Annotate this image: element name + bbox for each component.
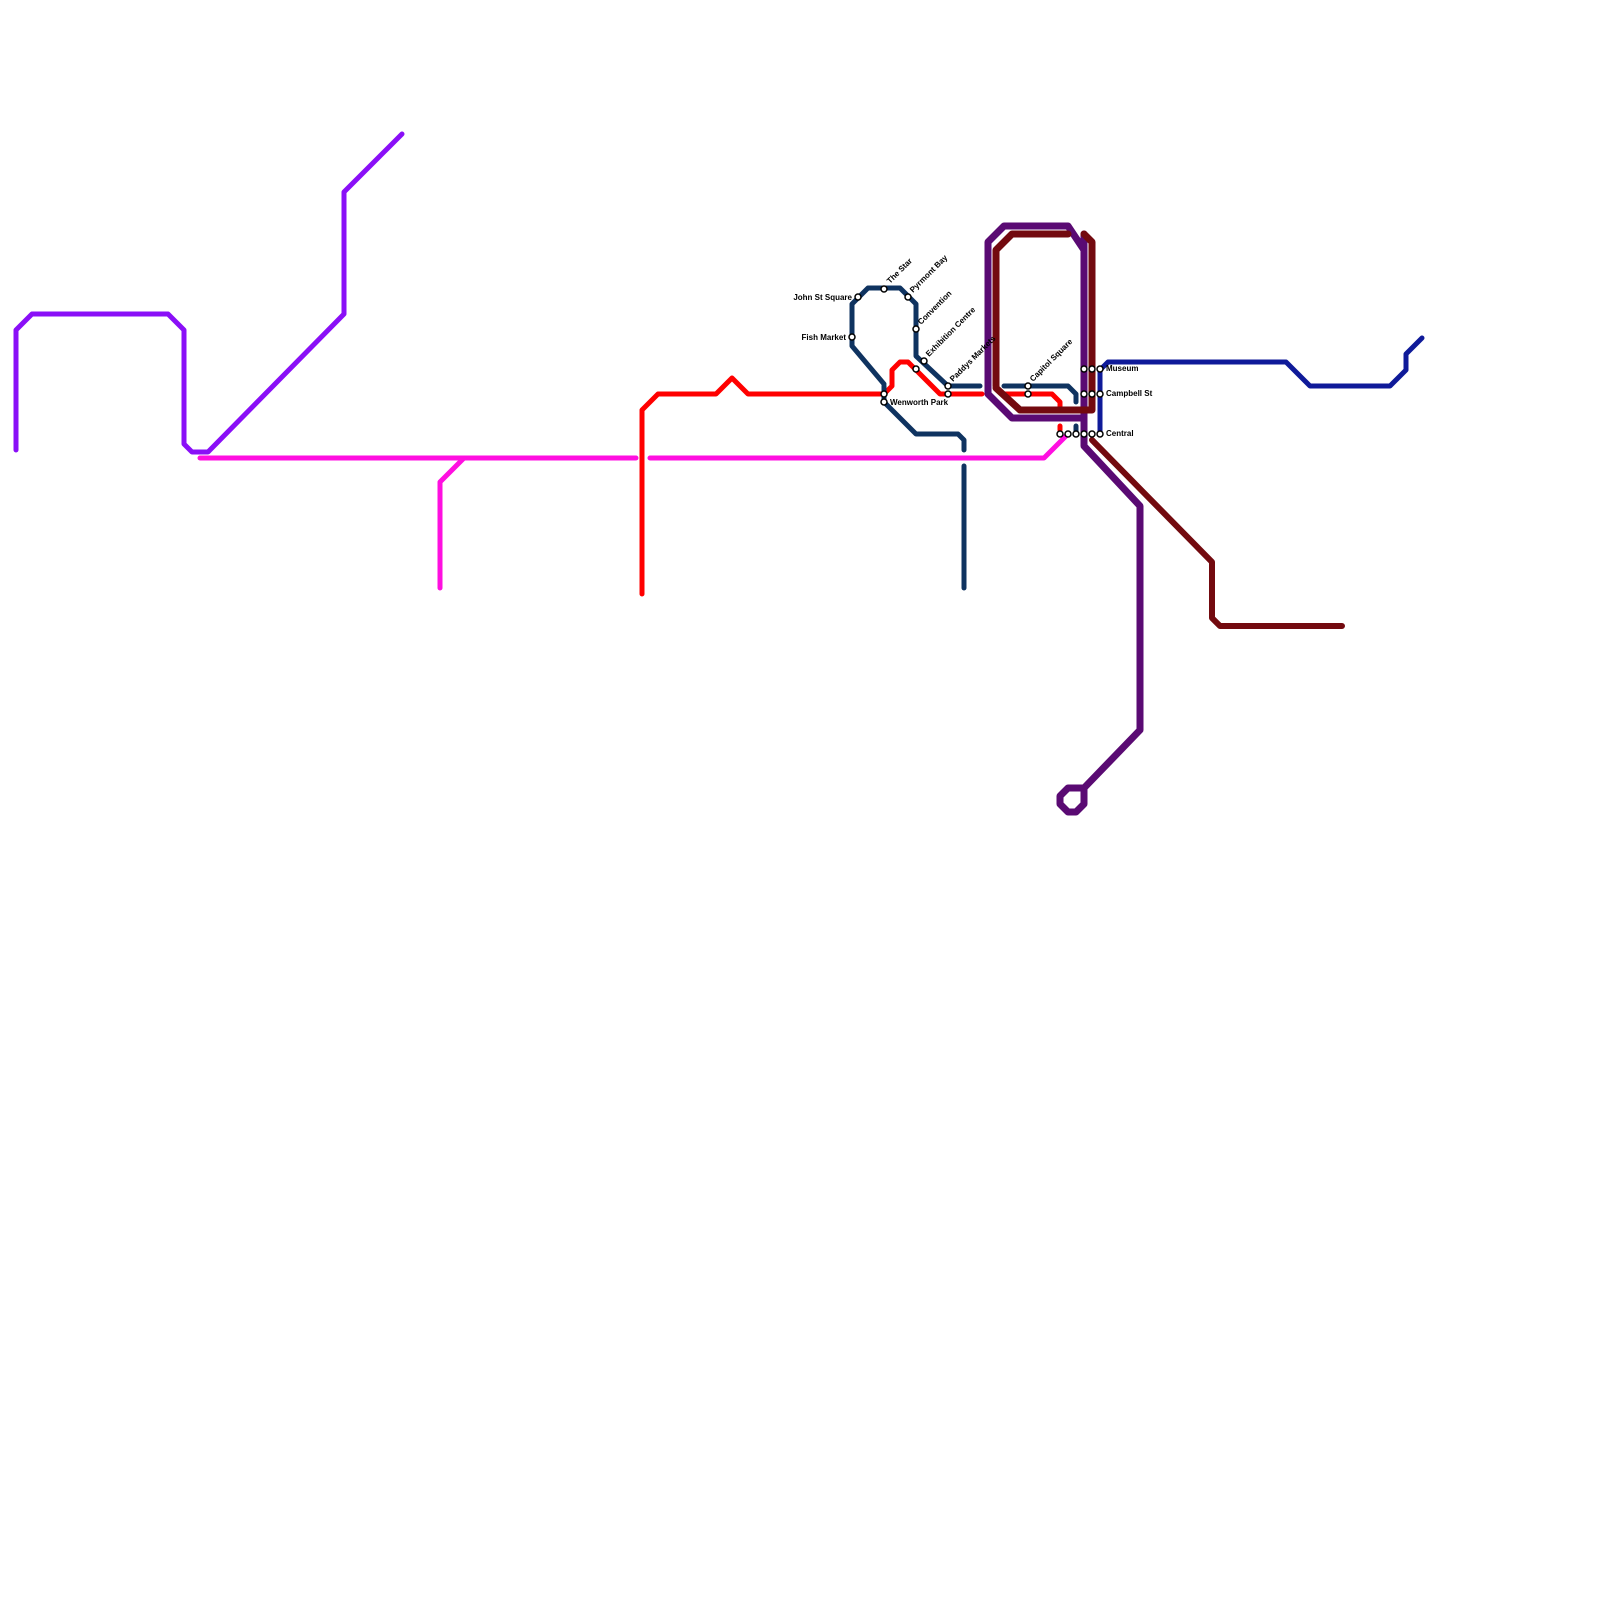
- station-label: John St Square: [793, 293, 852, 302]
- station-dot[interactable]: [944, 390, 952, 398]
- line-dark-purple[interactable]: [984, 222, 1144, 816]
- station-label: Wenworth Park: [890, 398, 949, 407]
- station-dot[interactable]: [1024, 390, 1032, 398]
- line-dark-navy-path[interactable]: [849, 285, 983, 389]
- line-magenta-path-east[interactable]: [647, 431, 1071, 461]
- line-magenta[interactable]: [197, 431, 1071, 591]
- station-dot[interactable]: [944, 382, 952, 390]
- line-purple[interactable]: [13, 131, 405, 455]
- station-museum[interactable]: Museum: [1080, 364, 1138, 373]
- line-red[interactable]: [639, 359, 1063, 597]
- station-convention[interactable]: Convention: [912, 289, 954, 333]
- line-dark-purple-loop[interactable]: [984, 222, 1088, 422]
- line-dark-navy[interactable]: [849, 285, 1079, 591]
- line-red-path[interactable]: [639, 359, 985, 597]
- station-campbell-st[interactable]: Campbell St: [1080, 389, 1153, 398]
- station-dot[interactable]: [912, 325, 920, 333]
- line-dark-navy-east[interactable]: [1001, 383, 1079, 405]
- line-purple-path[interactable]: [13, 131, 405, 455]
- station-dot[interactable]: [1088, 430, 1096, 438]
- station-wentworth-park[interactable]: Wenworth Park: [880, 390, 949, 407]
- station-label: The Star: [885, 256, 914, 285]
- station-dot[interactable]: [880, 398, 888, 406]
- line-dark-purple-spine[interactable]: [1056, 230, 1144, 816]
- station-dot[interactable]: [904, 293, 912, 301]
- station-dot[interactable]: [1088, 365, 1096, 373]
- station-dot[interactable]: [848, 333, 856, 341]
- station-label: Convention: [916, 289, 954, 327]
- station-dot[interactable]: [1080, 430, 1088, 438]
- station-dot[interactable]: [912, 365, 920, 373]
- line-blue[interactable]: [1097, 335, 1425, 437]
- station-dot[interactable]: [854, 293, 862, 301]
- station-label: Pyrmont Bay: [908, 253, 950, 295]
- station-label: Museum: [1106, 364, 1138, 373]
- station-dot[interactable]: [920, 357, 928, 365]
- line-maroon-loop[interactable]: [992, 230, 1072, 390]
- line-maroon-south[interactable]: [1089, 437, 1345, 629]
- station-label: Campbell St: [1106, 389, 1153, 398]
- station-dot[interactable]: [1064, 430, 1072, 438]
- line-blue-path[interactable]: [1097, 335, 1425, 437]
- station-dot[interactable]: [1096, 365, 1104, 373]
- station-label: Central: [1106, 429, 1134, 438]
- line-magenta-branch[interactable]: [437, 455, 467, 591]
- station-dot[interactable]: [1096, 430, 1104, 438]
- station-dot[interactable]: [1096, 390, 1104, 398]
- station-dot[interactable]: [1024, 382, 1032, 390]
- station-dot[interactable]: [1088, 390, 1096, 398]
- station-dot[interactable]: [880, 285, 888, 293]
- station-dot[interactable]: [1080, 390, 1088, 398]
- station-dot[interactable]: [1072, 430, 1080, 438]
- line-maroon[interactable]: [992, 230, 1345, 629]
- station-dot[interactable]: [1080, 365, 1088, 373]
- station-label: Capitol Square: [1028, 337, 1075, 384]
- station-central[interactable]: Central: [1056, 429, 1134, 438]
- station-fish-market[interactable]: Fish Market: [802, 333, 856, 342]
- station-dot[interactable]: [880, 390, 888, 398]
- station-john-st-square[interactable]: John St Square: [793, 293, 862, 302]
- station-label: Fish Market: [802, 333, 847, 342]
- station-dot[interactable]: [1056, 430, 1064, 438]
- line-maroon-path[interactable]: [992, 230, 1096, 414]
